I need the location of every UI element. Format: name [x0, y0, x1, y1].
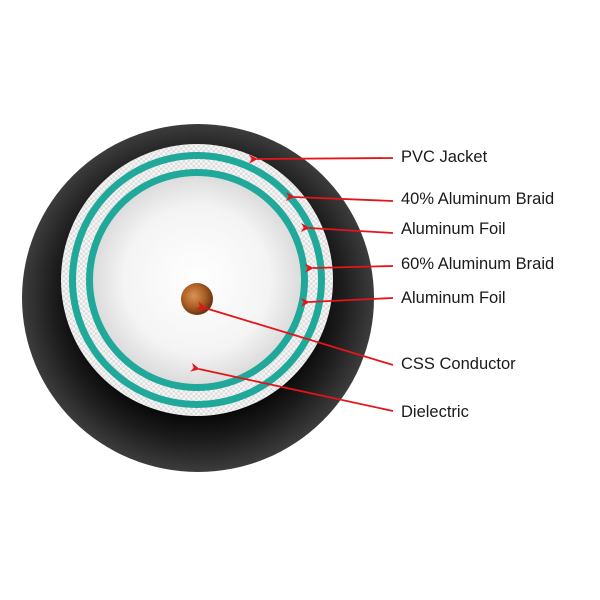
arrow-css-conductor [195, 301, 394, 366]
label-pvc-jacket: PVC Jacket [401, 148, 488, 166]
label-foil-outer: Aluminum Foil [401, 220, 506, 238]
label-css-conductor: CSS Conductor [401, 355, 516, 373]
arrow-foil-outer [300, 223, 394, 234]
pointer-arrows [190, 154, 394, 412]
arrow-pvc-jacket [248, 154, 394, 164]
arrow-foil-inner [300, 297, 394, 307]
arrow-braid-40 [285, 192, 394, 202]
label-braid-60: 60% Aluminum Braid [401, 255, 555, 273]
label-foil-inner: Aluminum Foil [401, 289, 506, 307]
arrow-dielectric [190, 362, 394, 412]
label-dielectric: Dielectric [401, 403, 469, 421]
css-conductor-core [181, 283, 213, 315]
label-braid-40: 40% Aluminum Braid [401, 190, 555, 208]
arrow-braid-60 [304, 263, 394, 273]
dielectric-layer [93, 176, 301, 384]
